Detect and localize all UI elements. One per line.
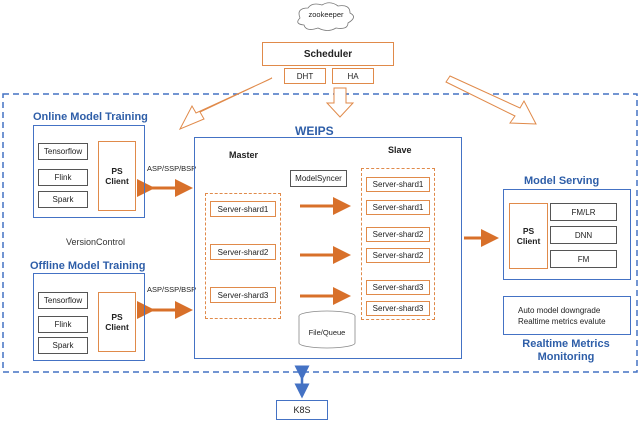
model-serving-panel: PS Client FM/LR DNN FM [503, 189, 631, 280]
slave-shard-3a: Server-shard3 [366, 280, 430, 295]
model-syncer-box: ModelSyncer [290, 170, 347, 187]
serving-fm-lr: FM/LR [550, 203, 617, 221]
offline-tensorflow: Tensorflow [38, 292, 88, 309]
offline-training-panel: Tensorflow Flink Spark PS Client [33, 273, 145, 361]
serving-dnn: DNN [550, 226, 617, 244]
zookeeper-label: zookeeper [308, 10, 344, 19]
online-training-panel: Tensorflow Flink Spark PS Client [33, 125, 145, 218]
scheduler-box: Scheduler [262, 42, 394, 66]
model-serving-title: Model Serving [524, 175, 600, 187]
monitoring-title: Realtime Metrics Monitoring [512, 338, 620, 364]
offline-training-title: Offline Model Training [30, 260, 146, 272]
master-shard-1: Server-shard1 [210, 201, 276, 217]
master-shard-3: Server-shard3 [210, 287, 276, 303]
slave-shard-2b: Server-shard2 [366, 248, 430, 263]
arrow-to-serving [445, 75, 537, 125]
arrow-to-online [178, 77, 273, 130]
online-training-title: Online Model Training [33, 111, 148, 123]
monitoring-line-2: Realtime metrics evalute [518, 317, 606, 326]
online-flink: Flink [38, 169, 88, 186]
k8s-box: K8S [276, 400, 328, 420]
weips-panel [194, 137, 462, 359]
version-control-label: VersionControl [66, 237, 126, 247]
online-spark: Spark [38, 191, 88, 208]
monitoring-line-1: Auto model downgrade [518, 306, 601, 315]
master-shard-2: Server-shard2 [210, 244, 276, 260]
offline-ps-client: PS Client [98, 292, 136, 352]
file-queue-cylinder [298, 310, 356, 349]
online-tensorflow: Tensorflow [38, 143, 88, 160]
offline-spark: Spark [38, 337, 88, 354]
slave-label: Slave [388, 145, 412, 155]
slave-shard-3b: Server-shard3 [366, 301, 430, 316]
ha-box: HA [332, 68, 374, 84]
weips-title: WEIPS [295, 124, 334, 138]
offline-protocol-label: ASP/SSP/BSP [147, 285, 197, 294]
online-ps-client: PS Client [98, 141, 136, 211]
arrow-to-weips [325, 87, 355, 118]
monitoring-panel: Auto model downgrade Realtime metrics ev… [503, 296, 631, 335]
master-label: Master [229, 150, 259, 160]
offline-flink: Flink [38, 316, 88, 333]
serving-fm: FM [550, 250, 617, 268]
zookeeper-cloud [297, 2, 354, 31]
monitoring-title-line-2: Monitoring [537, 351, 595, 363]
online-protocol-label: ASP/SSP/BSP [147, 164, 197, 173]
monitoring-title-line-1: Realtime Metrics [522, 338, 610, 350]
file-queue-label: File/Queue [308, 328, 346, 337]
serving-ps-client: PS Client [509, 203, 548, 269]
slave-shard-2a: Server-shard2 [366, 227, 430, 242]
slave-shards-group: Server-shard1 Server-shard1 Server-shard… [361, 168, 435, 320]
slave-shard-1a: Server-shard1 [366, 177, 430, 192]
cluster-frame [2, 93, 638, 373]
dht-box: DHT [284, 68, 326, 84]
slave-shard-1b: Server-shard1 [366, 200, 430, 215]
master-shards-group: Server-shard1 Server-shard2 Server-shard… [205, 193, 281, 319]
